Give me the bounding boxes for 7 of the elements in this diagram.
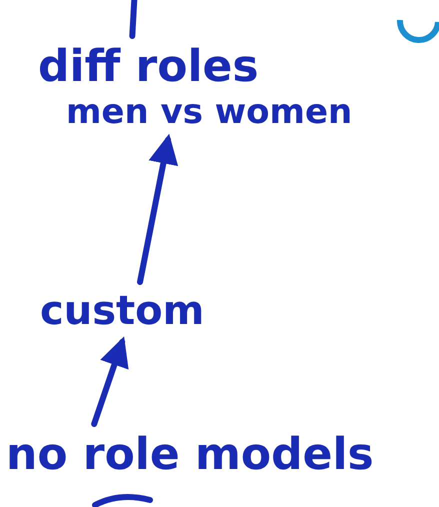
handwritten-text: no role models: [6, 430, 374, 481]
handwritten-text: diff roles: [38, 42, 260, 93]
arrow: [91, 336, 129, 427]
arrow: [137, 134, 178, 285]
handwritten-text: custom: [40, 288, 204, 334]
line: [129, 0, 138, 39]
handwritten-text: men vs women: [65, 92, 352, 132]
